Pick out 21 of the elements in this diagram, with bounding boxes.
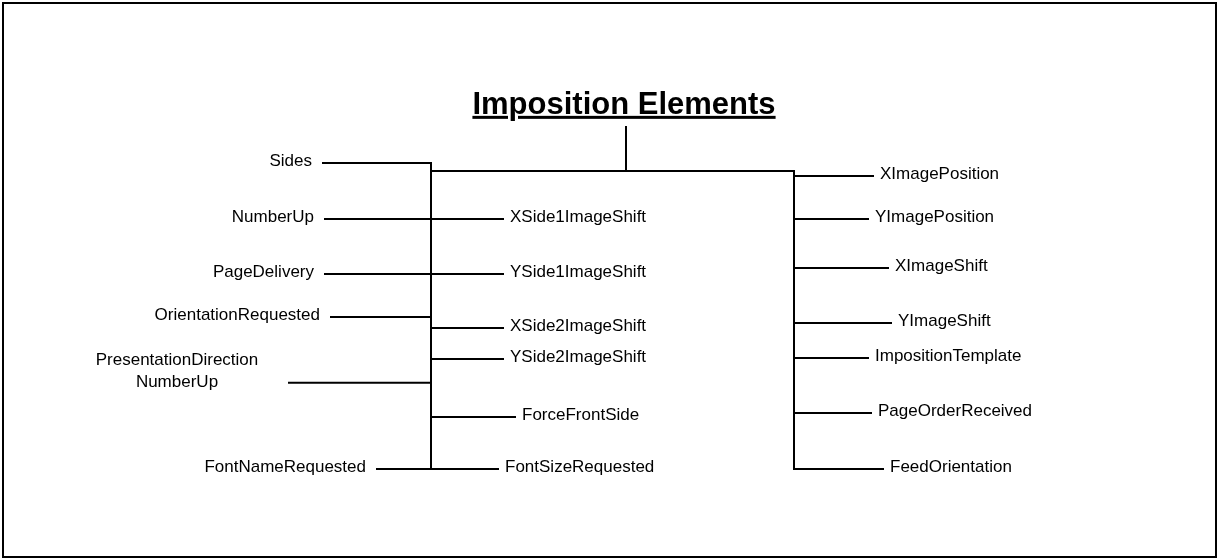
element-label: NumberUp <box>231 205 322 229</box>
element-label: YImagePosition <box>867 205 995 229</box>
title: Imposition Elements <box>472 83 776 125</box>
element-label: XImagePosition <box>872 162 1000 186</box>
element-label: FontSizeRequested <box>497 455 655 479</box>
element-label: YSide2ImageShift <box>502 345 647 369</box>
element-label: ImpositionTemplate <box>867 344 1022 368</box>
element-label: FontNameRequested <box>204 455 374 479</box>
connector-line <box>625 125 885 470</box>
element-label: PageDelivery <box>212 260 322 284</box>
element-label: FeedOrientation <box>882 455 1012 479</box>
element-label: YSide1ImageShift <box>502 260 647 284</box>
element-label: PageOrderReceived <box>870 399 1033 423</box>
element-label: XSide1ImageShift <box>502 205 647 229</box>
element-label: YImageShift <box>890 309 991 333</box>
element-label: XImageShift <box>887 254 988 278</box>
element-label: Sides <box>269 149 320 173</box>
element-label: ForceFrontSide <box>514 403 640 427</box>
element-label: PresentationDirection NumberUp <box>76 348 286 394</box>
element-label: XSide2ImageShift <box>502 314 647 338</box>
element-label: OrientationRequested <box>154 303 328 327</box>
